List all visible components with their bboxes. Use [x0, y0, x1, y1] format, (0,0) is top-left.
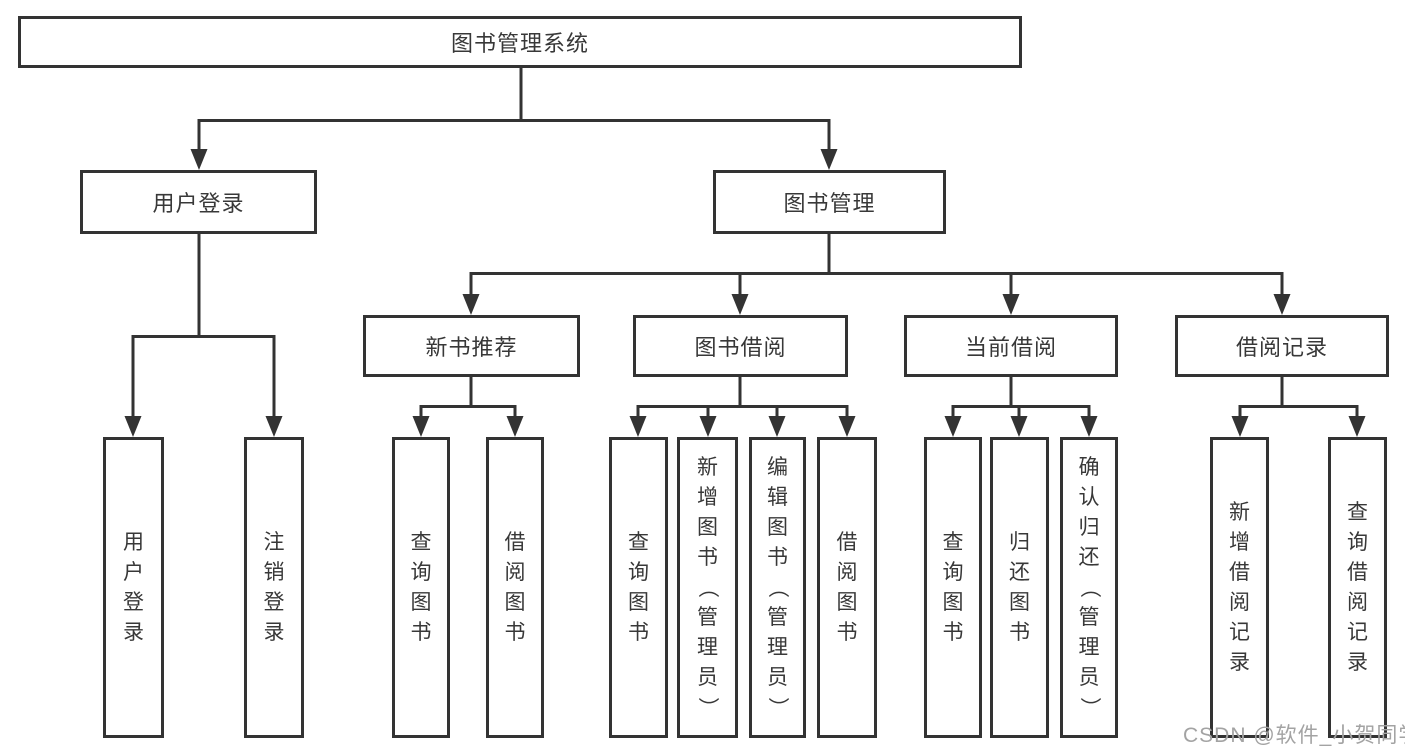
node-user-login-label: 用户登录 — [152, 191, 245, 216]
root-node: 图书管理系统 — [18, 16, 1022, 68]
leaf-query-books-borrow-label: 查询图书 — [628, 531, 649, 644]
node-book-management-label: 图书管理 — [783, 191, 876, 216]
leaf-add-books-admin: 新增图书（管理员） — [677, 437, 738, 738]
arrowhead-icon — [124, 149, 1366, 437]
leaf-user-login: 用户登录 — [103, 437, 164, 738]
node-current-borrow-label: 当前借阅 — [964, 335, 1057, 360]
leaf-borrow-books: 借阅图书 — [817, 437, 877, 738]
leaf-query-books-recommend: 查询图书 — [392, 437, 450, 738]
csdn-watermark: CSDN @软件_小贺同学 — [1183, 724, 1405, 747]
leaf-borrow-books-recommend-label: 借阅图书 — [504, 531, 526, 644]
leaf-return-books-label: 归还图书 — [1009, 531, 1030, 644]
node-current-borrow: 当前借阅 — [904, 315, 1118, 377]
connector-line — [131, 68, 1359, 419]
leaf-query-borrow-record: 查询借阅记录 — [1328, 437, 1387, 738]
leaf-query-books-current-label: 查询图书 — [942, 531, 964, 644]
leaf-borrow-books-label: 借阅图书 — [836, 531, 858, 644]
leaf-query-books-current: 查询图书 — [924, 437, 982, 738]
node-borrow-records: 借阅记录 — [1175, 315, 1389, 377]
leaf-query-books-borrow: 查询图书 — [609, 437, 668, 738]
leaf-add-borrow-record-label: 新增借阅记录 — [1229, 501, 1250, 674]
leaf-logout: 注销登录 — [244, 437, 304, 738]
leaf-user-login-label: 用户登录 — [123, 531, 144, 644]
leaf-confirm-return-admin: 确认归还（管理员） — [1060, 437, 1118, 738]
leaf-edit-books-admin: 编辑图书（管理员） — [749, 437, 806, 738]
leaf-edit-books-admin-label: 编辑图书（管理员） — [766, 456, 789, 718]
leaf-query-books-recommend-label: 查询图书 — [410, 531, 432, 644]
node-new-book-recommend: 新书推荐 — [363, 315, 580, 377]
node-book-borrow-label: 图书借阅 — [694, 335, 787, 360]
node-user-login: 用户登录 — [80, 170, 317, 234]
node-book-management: 图书管理 — [713, 170, 946, 234]
node-borrow-records-label: 借阅记录 — [1235, 335, 1328, 360]
node-new-book-recommend-label: 新书推荐 — [425, 335, 518, 360]
leaf-add-books-admin-label: 新增图书（管理员） — [696, 456, 719, 718]
root-node-label: 图书管理系统 — [450, 31, 589, 56]
leaf-confirm-return-admin-label: 确认归还（管理员） — [1077, 456, 1101, 718]
leaf-return-books: 归还图书 — [990, 437, 1049, 738]
leaf-query-borrow-record-label: 查询借阅记录 — [1347, 501, 1368, 674]
leaf-borrow-books-recommend: 借阅图书 — [486, 437, 544, 738]
leaf-add-borrow-record: 新增借阅记录 — [1210, 437, 1269, 738]
node-book-borrow: 图书借阅 — [633, 315, 848, 377]
leaf-logout-label: 注销登录 — [263, 531, 285, 644]
